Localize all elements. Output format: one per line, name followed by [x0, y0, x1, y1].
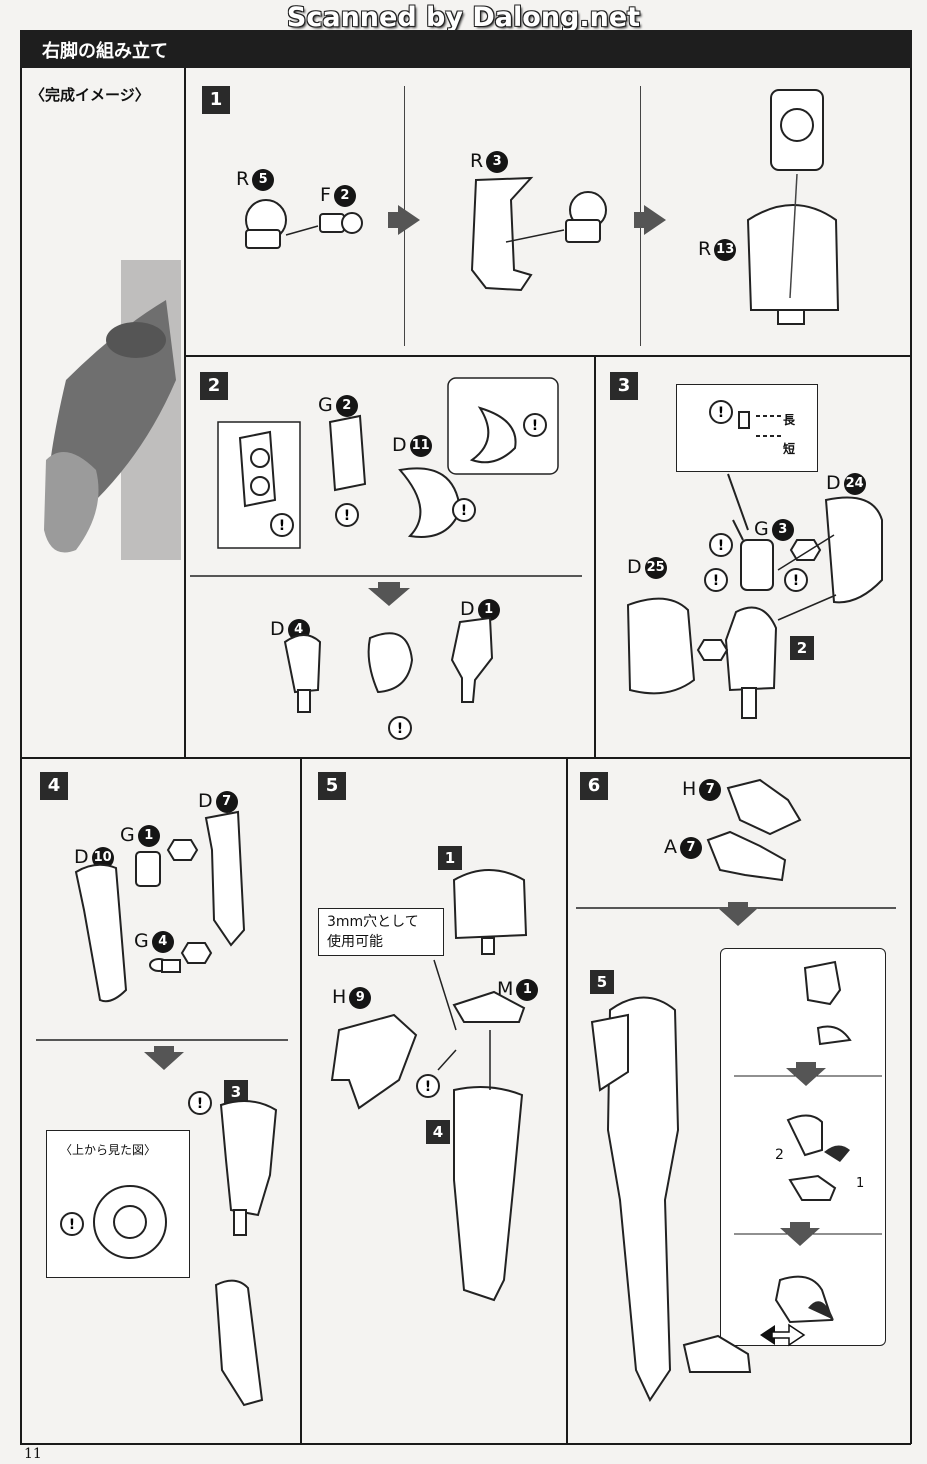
- svg-text:!: !: [532, 418, 538, 434]
- step-1-number: 1: [202, 86, 230, 114]
- section-title: 右脚の組み立て: [42, 41, 168, 62]
- hole-note: 3mm穴として 使用可能: [318, 908, 444, 956]
- watermark: Scanned by Dalong.net: [286, 2, 641, 33]
- step-5-sub-top: 1: [438, 846, 462, 870]
- inset-long-label: 長: [783, 413, 796, 427]
- divider-row1: [184, 355, 911, 357]
- step-2-drawing: !!! !!: [190, 377, 582, 740]
- step-3-sub-step: 2: [790, 636, 814, 660]
- divider-s4-s5: [300, 758, 302, 1444]
- step-6-number: 6: [580, 772, 608, 800]
- svg-text:!: !: [425, 1079, 431, 1095]
- step-2-number: 2: [200, 372, 228, 400]
- order-2: 2: [775, 1147, 784, 1163]
- preview-label: 〈完成イメージ〉: [30, 86, 150, 104]
- svg-text:!: !: [461, 503, 467, 519]
- svg-text:!: !: [279, 518, 285, 534]
- divider-s5-s6: [566, 758, 568, 1444]
- step-1-drawing: [245, 89, 840, 325]
- inset-short-label: 短: [783, 442, 796, 456]
- frame-bottom: [20, 1443, 911, 1445]
- step-4-number: 4: [40, 772, 68, 800]
- divider-row2: [20, 757, 911, 759]
- svg-text:!: !: [718, 538, 724, 554]
- step-3-number: 3: [610, 372, 638, 400]
- step-5-number: 5: [318, 772, 346, 800]
- step-6-drawing: [576, 778, 896, 1403]
- svg-text:!: !: [69, 1217, 75, 1233]
- step-6-sub-step: 5: [590, 970, 614, 994]
- svg-text:!: !: [718, 405, 724, 421]
- step-5-sub-bottom: 4: [426, 1120, 450, 1144]
- preview-image: [44, 260, 181, 560]
- order-1: 1: [856, 1176, 865, 1191]
- frame-left: [20, 68, 22, 1444]
- svg-text:!: !: [713, 573, 719, 589]
- step-4-drawing: !!: [36, 810, 288, 1407]
- frame-right: [910, 68, 912, 1444]
- section-title-bar: 右脚の組み立て: [20, 30, 912, 68]
- svg-text:!: !: [793, 573, 799, 589]
- step-5-drawing: !: [330, 869, 528, 1302]
- step-3-drawing: !!!!: [626, 400, 883, 719]
- page-number: 11: [24, 1446, 42, 1462]
- divider-s2-s3: [594, 356, 596, 758]
- svg-text:!: !: [344, 508, 350, 524]
- divider-preview: [184, 68, 186, 758]
- svg-text:!: !: [397, 721, 403, 737]
- svg-text:!: !: [197, 1096, 203, 1112]
- top-view-label: 〈上から見た図〉: [60, 1143, 157, 1157]
